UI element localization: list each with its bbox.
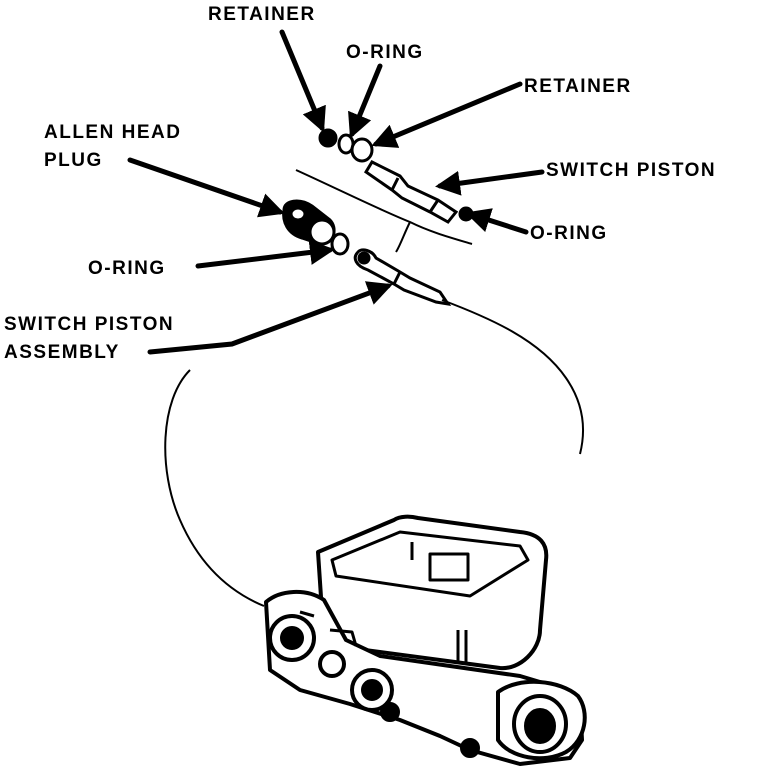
leader-switch-piston [435,169,545,196]
leader-oring-right [465,208,529,235]
oring-left-part [330,232,350,256]
label-retainer-right: RETAINER [524,76,632,97]
leader-switch-piston-assembly [147,281,393,355]
leader-oring-left [195,239,335,269]
leader-oring-top [348,63,383,139]
leader-allen-head-plug [127,157,285,218]
label-oring-right: O-RING [530,223,608,244]
leader-retainer-top [279,29,326,133]
label-switch-piston-assembly-line1: SWITCH PISTON [4,314,174,335]
outlet-fitting-mid [318,650,346,678]
leader-lines [127,29,545,355]
reservoir-divider [428,552,470,582]
label-allen-head-plug-line1: ALLEN HEAD [44,122,181,143]
wire-lines [164,169,585,607]
label-retainer-top: RETAINER [208,4,316,25]
wire-lower [441,299,585,455]
allen-head-plug-part [282,199,336,246]
master-cylinder [264,514,587,766]
label-oring-top: O-RING [346,42,424,63]
wire-drop [395,221,411,253]
label-allen-head-plug-line2: PLUG [44,150,103,171]
retainer-top-part [318,128,338,148]
wire-upper [295,169,473,245]
retainer-right-part [350,137,374,163]
leader-retainer-right [371,81,523,148]
label-switch-piston-assembly-line2: ASSEMBLY [4,342,120,363]
switch-piston-part [363,160,459,224]
oring-right-part [458,206,474,222]
label-switch-piston: SWITCH PISTON [546,160,716,181]
switch-piston-assembly-part [353,248,452,307]
wire-loop [164,369,265,607]
label-oring-left: O-RING [88,258,166,279]
exploded-parts [282,128,474,307]
